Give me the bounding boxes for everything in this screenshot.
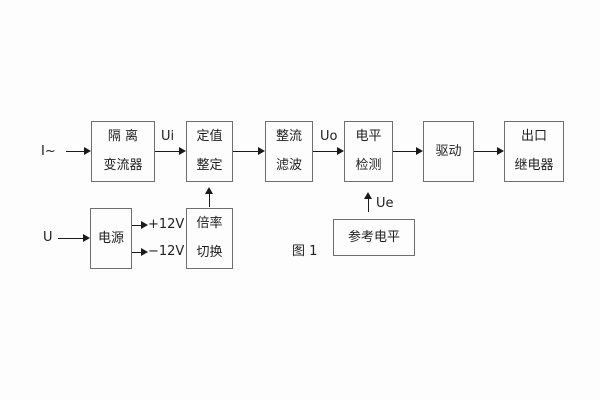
block-reference-label: 参考电平: [347, 229, 400, 245]
block-output-relay: 出口 继电器: [504, 121, 564, 182]
block-multiplier-line2: 切换: [196, 245, 223, 260]
arrow-rectifier-to-level-icon: [313, 147, 344, 156]
arrow-reference-to-level-icon: [364, 192, 373, 212]
figure-caption: 图 1: [292, 244, 318, 259]
block-rectifier-line1: 整流: [275, 129, 302, 144]
block-multiplier-switch: 倍率 切换: [186, 208, 233, 269]
block-isolation-line2: 变流器: [103, 158, 143, 173]
input-voltage-label: U: [43, 230, 53, 245]
block-driver-label: 驱动: [435, 143, 462, 159]
block-rectifier-filter: 整流 滤波: [265, 121, 313, 182]
block-level-detector: 电平 检测: [344, 121, 393, 182]
rail-plus12v-label: +12V: [148, 217, 185, 232]
arrow-isolation-to-setpoint-icon: [155, 147, 186, 156]
input-current-label: I~: [41, 144, 56, 159]
rail-minus12v-label: −12V: [148, 244, 185, 259]
block-rectifier-line2: 滤波: [275, 158, 302, 173]
signal-ui-label: Ui: [161, 129, 175, 144]
block-level-line1: 电平: [355, 129, 382, 144]
arrow-multiplier-to-setpoint-icon: [205, 187, 214, 207]
signal-uo-label: Uo: [320, 129, 338, 144]
block-isolation-transformer: 隔 离 变流器: [91, 121, 155, 182]
arrow-plus12v-icon: [132, 221, 148, 230]
block-setpoint-line1: 定值: [196, 129, 223, 144]
arrow-driver-to-relay-icon: [474, 147, 504, 156]
arrow-setpoint-to-rectifier-icon: [233, 147, 265, 156]
block-multiplier-line1: 倍率: [196, 216, 223, 231]
arrow-level-to-driver-icon: [393, 147, 423, 156]
block-setpoint-adjust: 定值 整定: [186, 121, 233, 182]
block-reference-level: 参考电平: [333, 219, 415, 256]
arrow-input-voltage-icon: [58, 234, 90, 243]
block-power-label: 电源: [97, 230, 124, 246]
block-relay-line2: 继电器: [514, 158, 554, 173]
block-driver: 驱动: [423, 121, 474, 182]
block-isolation-line1: 隔 离: [107, 129, 139, 144]
block-relay-line1: 出口: [520, 129, 547, 144]
block-setpoint-line2: 整定: [196, 158, 223, 173]
arrow-minus12v-icon: [132, 248, 148, 257]
block-level-line2: 检测: [355, 158, 382, 173]
block-power-supply: 电源: [90, 208, 132, 269]
arrow-input-current-icon: [66, 147, 91, 156]
signal-ue-label: Ue: [376, 196, 394, 211]
